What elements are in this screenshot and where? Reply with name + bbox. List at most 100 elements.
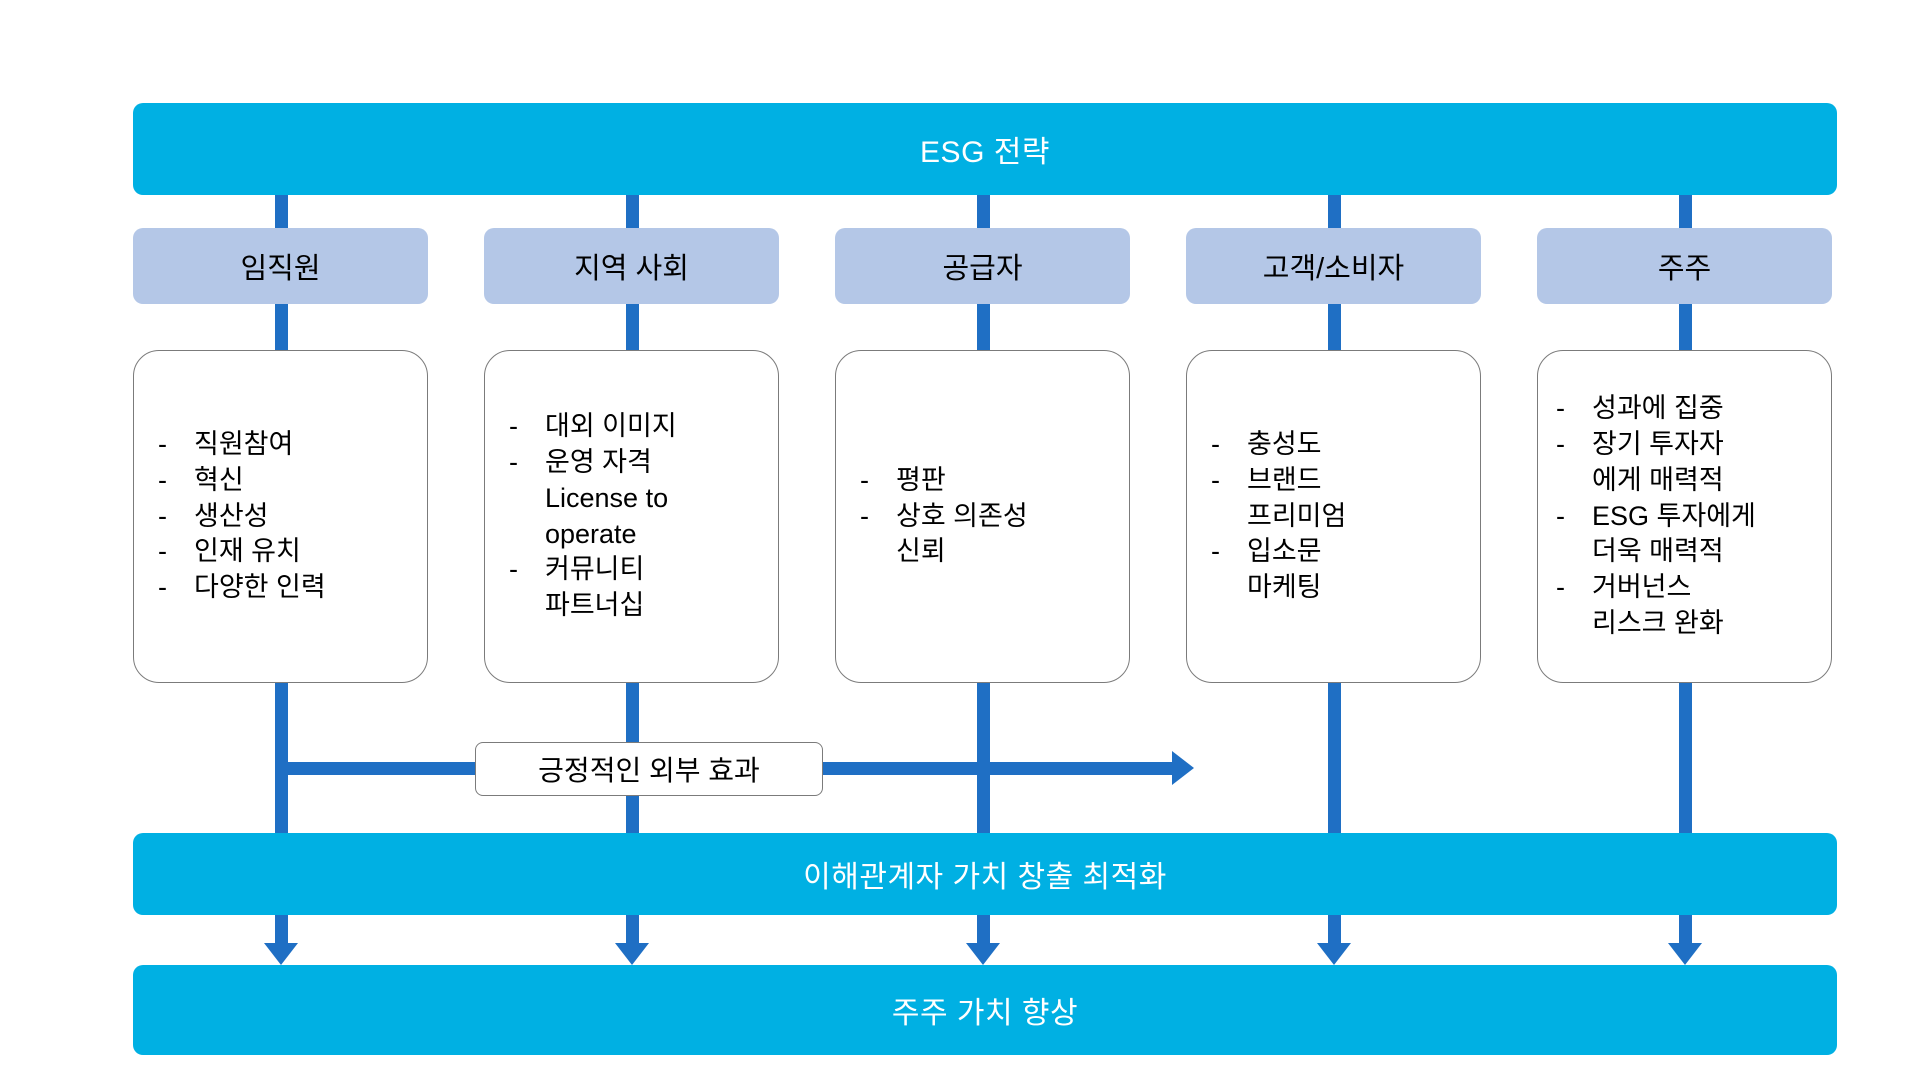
shareholder-value-label: 주주 가치 향상 [891,997,1079,1030]
arrow-head-down-4 [1317,943,1351,965]
stakeholder-chip-label: 공급자 [942,253,1023,285]
list-item: -리스크 완화 [1556,606,1823,642]
arrow-head-down-1 [264,943,298,965]
bullet-dash: - [1556,500,1565,531]
stakeholder-chip-label: 임직원 [240,253,321,285]
connector-chip-to-card-5 [1679,304,1692,352]
list-item-text: 충성도 [1247,428,1322,459]
stakeholder-card-list: -직원참여 -혁신 -생산성 -인재 유치 -다양한 인력 [158,427,419,607]
stakeholder-value-optimization-label: 이해관계자 가치 창출 최적화 [803,861,1167,894]
stakeholder-chip-label: 주주 [1657,253,1712,285]
list-item-text: 입소문 [1247,536,1322,567]
bullet-dash: - [860,464,869,495]
stakeholder-chip-shareholder[interactable]: 주주 [1537,228,1832,304]
bullet-dash: - [1211,428,1220,459]
stakeholder-card-employee: -직원참여 -혁신 -생산성 -인재 유치 -다양한 인력 [133,350,428,683]
list-item-text: 신뢰 [896,536,946,567]
list-item: -더욱 매력적 [1556,534,1823,570]
list-item: -파트너십 [509,588,770,624]
connector-card-to-optimize-1 [275,683,288,835]
list-item: -대외 이미지 [509,409,770,445]
list-item-text: 인재 유치 [194,536,301,567]
list-item: -직원참여 [158,427,419,463]
bullet-dash: - [158,500,167,531]
list-item: -신뢰 [860,534,1121,570]
stakeholder-chip-label: 고객/소비자 [1262,253,1405,285]
list-item-text: 리스크 완화 [1592,608,1724,639]
bullet-dash: - [158,536,167,567]
stakeholder-chip-label: 지역 사회 [574,253,689,285]
stakeholder-chip-supplier[interactable]: 공급자 [835,228,1130,304]
connector-top-to-chip-4 [1328,195,1341,228]
list-item-text: ESG 투자에게 [1592,500,1756,531]
externality-arrow-head [1172,751,1194,785]
connector-chip-to-card-1 [275,304,288,352]
esg-strategy-label: ESG 전략 [920,136,1050,169]
list-item: -에게 매력적 [1556,463,1823,499]
list-item: -평판 [860,463,1121,499]
stakeholder-value-optimization-bar: 이해관계자 가치 창출 최적화 [133,833,1837,915]
connector-optimize-to-shareval-3 [977,915,990,945]
bullet-dash: - [158,572,167,603]
list-item: -커뮤니티 [509,552,770,588]
bullet-dash: - [1556,392,1565,423]
bullet-dash: - [1211,464,1220,495]
bullet-dash: - [509,410,518,441]
list-item-text: 장기 투자자 [1592,428,1724,459]
connector-card-to-optimize-3 [977,683,990,835]
externality-label: 긍정적인 외부 효과 [475,742,823,796]
bullet-dash: - [860,500,869,531]
list-item: -operate [509,517,770,553]
list-item-text: License to [545,482,669,513]
list-item-text: 상호 의존성 [896,500,1028,531]
list-item: -프리미엄 [1211,499,1472,535]
list-item: -장기 투자자 [1556,427,1823,463]
list-item-text: 성과에 집중 [1592,392,1724,423]
stakeholder-card-list: -대외 이미지 -운영 자격 -License to -operate -커뮤니… [509,409,770,624]
list-item-text: 프리미엄 [1247,500,1347,531]
list-item: -거버넌스 [1556,570,1823,606]
connector-chip-to-card-3 [977,304,990,352]
connector-optimize-to-shareval-2 [626,915,639,945]
connector-top-to-chip-2 [626,195,639,228]
list-item-text: 생산성 [194,500,269,531]
connector-card-to-optimize-4 [1328,683,1341,835]
bullet-dash: - [1556,572,1565,603]
stakeholder-chip-customer[interactable]: 고객/소비자 [1186,228,1481,304]
bullet-dash: - [1556,428,1565,459]
list-item-text: 직원참여 [194,428,294,459]
list-item-text: 브랜드 [1247,464,1322,495]
list-item-text: 평판 [896,464,946,495]
list-item-text: operate [545,518,637,549]
stakeholder-card-shareholder: -성과에 집중 -장기 투자자 -에게 매력적 -ESG 투자에게 -더욱 매력… [1537,350,1832,683]
list-item-text: 다양한 인력 [194,572,326,603]
connector-card-to-optimize-5 [1679,683,1692,835]
connector-top-to-chip-1 [275,195,288,228]
list-item-text: 에게 매력적 [1592,464,1724,495]
list-item: -브랜드 [1211,463,1472,499]
list-item-text: 커뮤니티 [545,554,645,585]
list-item: -인재 유치 [158,534,419,570]
list-item: -License to [509,481,770,517]
esg-strategy-bar: ESG 전략 [133,103,1837,195]
list-item-text: 운영 자격 [545,446,652,477]
shareholder-value-bar: 주주 가치 향상 [133,965,1837,1055]
stakeholder-chip-community[interactable]: 지역 사회 [484,228,779,304]
bullet-dash: - [158,464,167,495]
stakeholder-card-list: -평판 -상호 의존성 -신뢰 [860,463,1121,571]
list-item-text: 혁신 [194,464,244,495]
list-item: -생산성 [158,499,419,535]
bullet-dash: - [158,428,167,459]
list-item: -성과에 집중 [1556,391,1823,427]
connector-optimize-to-shareval-4 [1328,915,1341,945]
connector-top-to-chip-5 [1679,195,1692,228]
stakeholder-card-supplier: -평판 -상호 의존성 -신뢰 [835,350,1130,683]
externality-label-text: 긍정적인 외부 효과 [538,755,760,786]
connector-chip-to-card-4 [1328,304,1341,352]
list-item: -다양한 인력 [158,570,419,606]
stakeholder-chip-employee[interactable]: 임직원 [133,228,428,304]
list-item-text: 마케팅 [1247,572,1322,603]
list-item: -상호 의존성 [860,499,1121,535]
list-item: -운영 자격 [509,445,770,481]
